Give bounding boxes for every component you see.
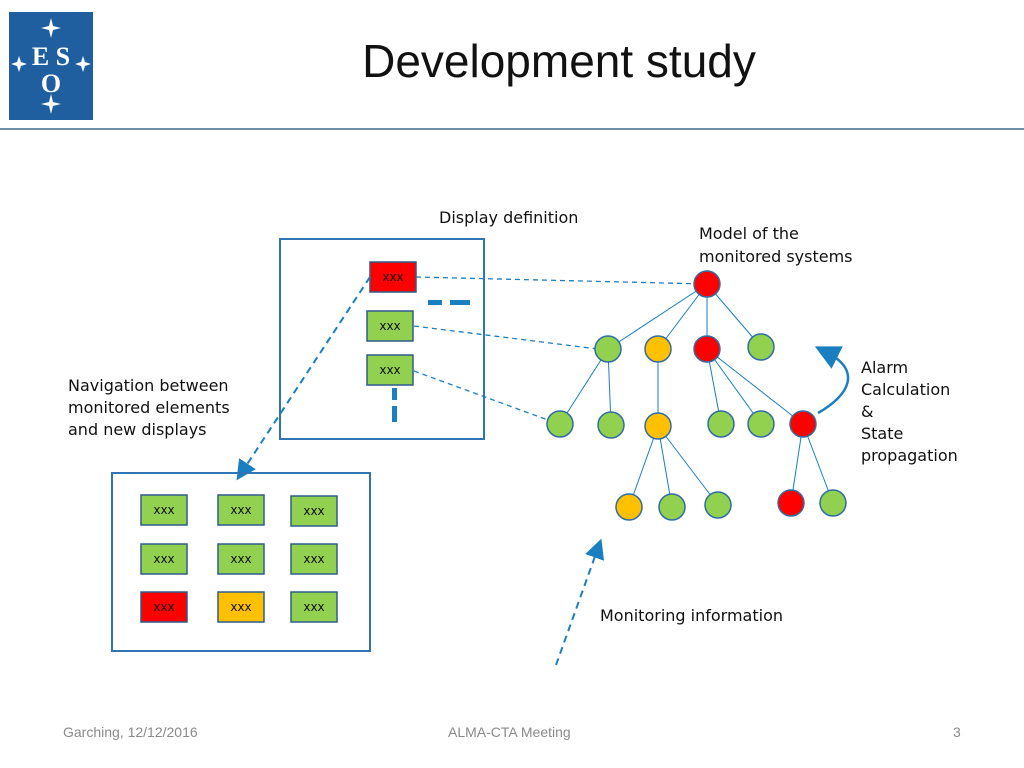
slide-title-text: Development study (362, 35, 756, 87)
alarm-label-line3: & (861, 402, 873, 421)
grid_box-item-box (217, 494, 265, 526)
tree-node-l3e[interactable] (819, 489, 847, 517)
alarm-label-line4: State (861, 424, 903, 443)
grid_box-item-label: xxx (153, 503, 174, 517)
navigation-label-line2: monitored elements (68, 398, 230, 417)
tree-edge (706, 348, 804, 425)
tree-nodes (546, 270, 847, 521)
slide-title: Development study (0, 34, 1024, 100)
tree-node-l1d[interactable] (747, 333, 775, 361)
grid_box-item[interactable]: xxx (290, 543, 338, 575)
monitoring-label: Monitoring information (600, 606, 783, 625)
continuation-dash (392, 406, 397, 422)
display_box-item-label: xxx (379, 319, 400, 333)
model-label-line1: Model of the (699, 224, 799, 243)
tree-edge (657, 425, 719, 506)
grid_box-item[interactable]: xxx (140, 494, 188, 526)
grid_box-item-label: xxx (230, 600, 251, 614)
tree-edge (559, 348, 609, 425)
display_box-item[interactable]: xxx (366, 354, 414, 386)
tree-node-l2b[interactable] (597, 411, 625, 439)
grid_box-item[interactable]: xxx (290, 591, 338, 623)
alarm-label-line2: Calculation (861, 380, 950, 399)
grid_box-item-box (290, 495, 338, 527)
svg-text:O: O (41, 69, 61, 98)
title-divider (0, 128, 1024, 130)
grid_box-item-label: xxx (303, 600, 324, 614)
grid_box-item-box (140, 591, 188, 623)
tree-node-l3c[interactable] (704, 491, 732, 519)
tree-node-l2c[interactable] (644, 412, 672, 440)
mapping-line-root (415, 276, 707, 285)
model-label-line2: monitored systems (699, 247, 853, 266)
continuation-dash (392, 388, 397, 400)
display-definition-label: Display definition (439, 208, 578, 227)
grid_box-item[interactable]: xxx (140, 591, 188, 623)
grid_box-item[interactable]: xxx (217, 591, 265, 623)
grid_box-item-box (140, 494, 188, 526)
grid_box-item-box (140, 543, 188, 575)
grid_box-item-label: xxx (303, 552, 324, 566)
tree-edge (706, 348, 762, 425)
footer-location-date: Garching, 12/12/2016 (63, 724, 198, 740)
navigation-arrow (236, 276, 371, 481)
tree-edge (706, 283, 762, 348)
monitoring-arrow (555, 538, 605, 666)
continuation-dash (428, 300, 442, 305)
footer-meeting: ALMA-CTA Meeting (448, 724, 571, 740)
eso-logo-graphic: E S O (9, 12, 93, 120)
grid_box-item-label: xxx (230, 503, 251, 517)
grid_box-item[interactable]: xxx (217, 543, 265, 575)
tree-node-root[interactable] (693, 270, 721, 298)
footer-page-number: 3 (953, 724, 961, 740)
grid_box-item-label: xxx (153, 552, 174, 566)
display_box-item-box (366, 354, 414, 386)
display-definition-box (279, 238, 485, 440)
display_box-item-box (369, 261, 417, 293)
grid_box-item-label: xxx (153, 600, 174, 614)
continuation-dash (450, 300, 470, 305)
grid_box-item[interactable]: xxx (140, 543, 188, 575)
display_box-item[interactable]: xxx (369, 261, 417, 293)
display_box-item[interactable]: xxx (366, 310, 414, 342)
tree-node-l3d[interactable] (777, 489, 805, 517)
grid_box-item-box (217, 543, 265, 575)
continuation-dashes (392, 300, 470, 422)
tree-node-l2e[interactable] (747, 410, 775, 438)
grid_box-item[interactable]: xxx (290, 495, 338, 527)
tree-node-l3b[interactable] (658, 493, 686, 521)
display-items: xxx xxx xxx (366, 261, 417, 386)
grid_box-item-label: xxx (230, 552, 251, 566)
tree-edge (802, 423, 834, 504)
new-display-box (111, 472, 371, 652)
grid_box-item-label: xxx (303, 504, 324, 518)
tree-edge (628, 425, 659, 508)
alarm-label-line1: Alarm (861, 358, 908, 377)
display_box-item-label: xxx (379, 363, 400, 377)
grid_box-item-box (290, 591, 338, 623)
grid_box-item-box (290, 543, 338, 575)
navigation-label-line1: Navigation between (68, 376, 229, 395)
tree-node-l1a[interactable] (594, 335, 622, 363)
grid_box-item-box (217, 591, 265, 623)
display_box-item-label: xxx (382, 270, 403, 284)
alarm-label-line5: propagation (861, 446, 958, 465)
grid_box-item[interactable]: xxx (217, 494, 265, 526)
tree-node-l1b[interactable] (644, 335, 672, 363)
tree-edges (559, 283, 834, 508)
navigation-label-line3: and new displays (68, 420, 207, 439)
display_box-item-box (366, 310, 414, 342)
tree-node-l2a[interactable] (546, 410, 574, 438)
tree-node-l2f[interactable] (789, 410, 817, 438)
mapping-line-level1 (413, 325, 607, 351)
tree-node-l1c[interactable] (693, 335, 721, 363)
tree-node-l3a[interactable] (615, 493, 643, 521)
grid-items: xxx xxx xxx xxx xxx xxx xxx xxx xxx (140, 494, 338, 623)
alarm-propagation-arrow (814, 346, 850, 415)
eso-logo: E S O (9, 12, 93, 120)
tree-edge (607, 283, 708, 350)
tree-node-l2d[interactable] (707, 410, 735, 438)
svg-text:E S: E S (32, 42, 70, 71)
